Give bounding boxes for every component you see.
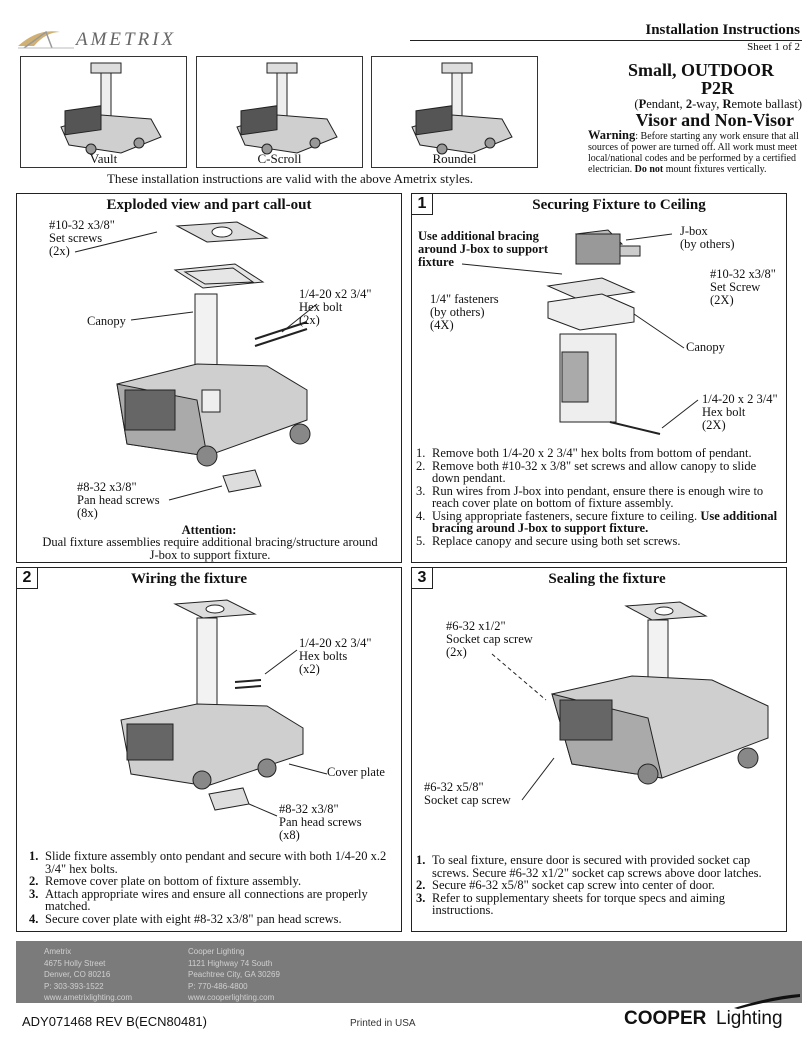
label-pan-head-2: #8-32 x3/8" Pan head screws (x8) — [279, 802, 362, 842]
step1-number: 1 — [411, 193, 433, 215]
list-item: 2.Secure #6-32 x5/8" socket cap screw in… — [416, 878, 715, 892]
list-item: 1.To seal fixture, ensure door is secure… — [416, 853, 762, 880]
styles-note: These installation instructions are vali… — [106, 171, 474, 186]
list-item: 4.Using appropriate fasteners, secure fi… — [416, 508, 778, 535]
product-visor: Visor and Non-Visor — [635, 110, 794, 130]
list-item: 1.Slide fixture assembly onto pendant an… — [29, 849, 387, 876]
label-bracing: Use additional bracing around J-box to s… — [418, 229, 549, 269]
label-cap-screw-2: #6-32 x5/8" Socket cap screw — [424, 780, 511, 807]
roundel-fixture-image — [411, 62, 513, 155]
label-canopy-1: Canopy — [686, 340, 725, 354]
product-model: P2R — [701, 78, 734, 98]
panel-step1: 1 Securing Fixture to Ceiling Use additi… — [411, 193, 787, 563]
style-label-vault: Vault — [89, 151, 118, 166]
footer-cooper-address: Cooper Lighting 1121 Highway 74 South Pe… — [188, 947, 280, 1002]
product-name: Small, OUTDOOR — [627, 60, 774, 80]
step2-title: Wiring the fixture — [130, 571, 248, 587]
doc-number: ADY071468 REV B(ECN80481) — [22, 1014, 207, 1029]
label-canopy: Canopy — [87, 314, 126, 328]
label-cover-plate: Cover plate — [327, 765, 385, 779]
attention-text: Dual fixture assemblies require addition… — [42, 535, 378, 562]
ametrix-swoosh-icon — [18, 30, 74, 49]
panel-exploded: Exploded view and part call-out #10-32 x… — [16, 193, 402, 563]
label-pan-head: #8-32 x3/8" Pan head screws (8x) — [77, 480, 160, 520]
label-fasteners: 1/4" fasteners (by others) (4X) — [430, 292, 499, 332]
list-item: 3.Refer to supplementary sheets for torq… — [416, 890, 725, 917]
list-item: 3.Attach appropriate wires and ensure al… — [29, 886, 368, 913]
step3-title: Sealing the fixture — [548, 571, 666, 587]
list-item: 3.Run wires from J-box into pendant, ens… — [416, 483, 764, 510]
label-hex-bolt: 1/4-20 x2 3/4" Hex bolt (2x) — [299, 287, 372, 327]
attention-label: Attention: — [181, 523, 237, 537]
printed-in: Printed in USA — [350, 1018, 416, 1029]
list-item: 2.Remove cover plate on bottom of fixtur… — [29, 874, 302, 888]
style-roundel: Roundel — [371, 56, 538, 168]
cooper-lighting-logo: COOPER Lighting — [624, 994, 804, 1034]
vault-fixture-image — [60, 62, 162, 155]
step3-number: 3 — [411, 567, 433, 589]
footer-band: Ametrix 4675 Holly Street Denver, CO 802… — [16, 941, 802, 1003]
step3-diagram — [491, 601, 769, 801]
cooper-swoosh-icon — [734, 994, 800, 1009]
exploded-title: Exploded view and part call-out — [106, 197, 312, 213]
label-hex-bolts-2: 1/4-20 x2 3/4" Hex bolts (x2) — [299, 636, 372, 676]
list-item: 4.Secure cover plate with eight #8-32 x3… — [29, 911, 342, 926]
footer-ametrix-address: Ametrix 4675 Holly Street Denver, CO 802… — [44, 947, 133, 1002]
label-cap-screw-1: #6-32 x1/2" Socket cap screw (2x) — [446, 619, 533, 659]
list-item: 2.Remove both #10-32 x 3/8" set screws a… — [416, 458, 757, 485]
step2-diagram — [120, 599, 328, 817]
list-item: 5.Replace canopy and secure using both s… — [416, 533, 681, 548]
step3-list: 1.To seal fixture, ensure door is secure… — [416, 854, 780, 917]
step2-number: 2 — [16, 567, 38, 589]
step2-list: 1.Slide fixture assembly onto pendant an… — [29, 850, 393, 925]
style-label-roundel: Roundel — [432, 151, 477, 166]
brand-name: AMETRIX — [76, 29, 177, 50]
exploded-view-diagram — [74, 221, 318, 501]
step1-list: 1.Remove both 1/4-20 x 2 3/4" hex bolts … — [416, 447, 780, 547]
label-set-screw: #10-32 x3/8" Set Screw (2X) — [710, 267, 776, 307]
label-hex-bolt-1: 1/4-20 x 2 3/4" Hex bolt (2X) — [702, 392, 778, 432]
doc-title: Installation Instructions — [645, 22, 800, 38]
panel-step3: 3 Sealing the fixture #6-32 x1/2" Socket… — [411, 567, 787, 932]
style-vault: Vault — [20, 56, 187, 168]
sheet-number: Sheet 1 of 2 — [747, 41, 800, 53]
panel-step2: 2 Wiring the fixture 1/4-20 x2 3/4" Hex … — [16, 567, 402, 932]
product-desc: (Pendant, 2-way, Remote ballast) — [634, 97, 802, 111]
step1-title: Securing Fixture to Ceiling — [532, 197, 706, 213]
cscroll-fixture-image — [236, 62, 338, 155]
ametrix-logo: AMETRIX — [16, 26, 173, 54]
style-cscroll: C-Scroll — [196, 56, 363, 168]
warning-text: Warning: Before starting any work ensure… — [588, 128, 799, 175]
list-item: 1.Remove both 1/4-20 x 2 3/4" hex bolts … — [416, 446, 752, 460]
label-jbox: J-box (by others) — [680, 224, 735, 251]
step1-diagram — [461, 229, 699, 435]
label-set-screws: #10-32 x3/8" Set screws (2x) — [49, 218, 115, 258]
style-label-cscroll: C-Scroll — [257, 151, 302, 166]
